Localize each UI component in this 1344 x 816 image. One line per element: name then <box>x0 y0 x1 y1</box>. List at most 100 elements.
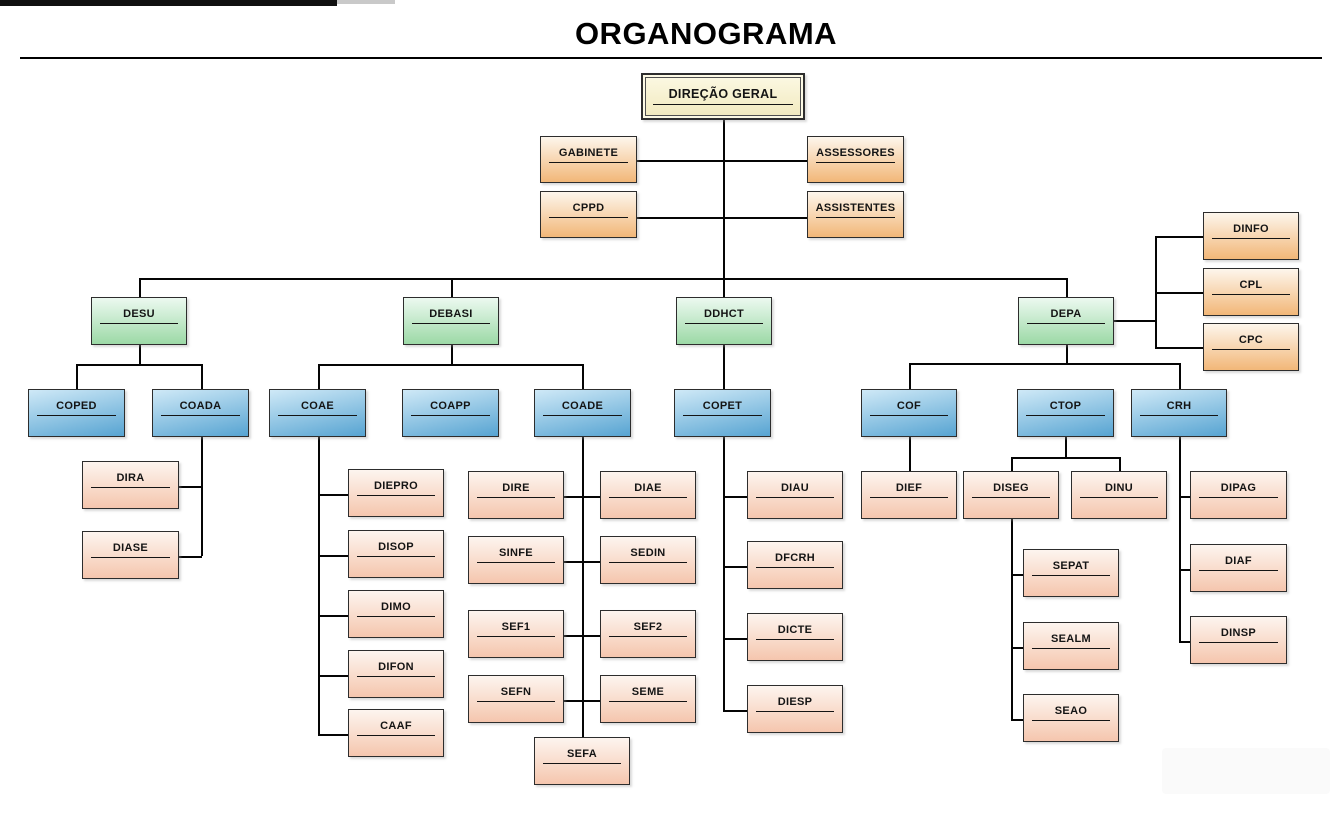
org-box-label: SEF1 <box>476 621 556 637</box>
org-box-sinfe: SINFE <box>468 536 564 584</box>
org-box-label: DINSP <box>1198 627 1279 643</box>
org-box-copet: COPET <box>674 389 771 437</box>
connector-line <box>1179 437 1181 641</box>
org-box-label: DIPAG <box>1198 482 1279 498</box>
org-box-seao: SEAO <box>1023 694 1119 742</box>
org-box-label: DIAF <box>1198 555 1279 571</box>
connector-line <box>1011 647 1023 649</box>
connector-line <box>723 496 747 498</box>
org-box-diesp: DIESP <box>747 685 843 733</box>
connector-line <box>318 494 348 496</box>
org-box-label: SEDIN <box>608 547 688 563</box>
org-box-difon: DIFON <box>348 650 444 698</box>
connector-line <box>723 345 725 389</box>
org-box-coada: COADA <box>152 389 249 437</box>
org-box-label: DIAE <box>608 482 688 498</box>
connector-line <box>139 278 1067 280</box>
org-box-label: DIRE <box>476 482 556 498</box>
org-box-cof: COF <box>861 389 957 437</box>
org-box-label: COPED <box>36 400 117 416</box>
connector-line <box>1011 574 1023 576</box>
connector-line <box>1155 236 1203 238</box>
connector-line <box>76 364 78 389</box>
connector-line <box>1179 496 1191 498</box>
org-box-sefa: SEFA <box>534 737 630 785</box>
org-box-dinfo: DINFO <box>1203 212 1299 260</box>
org-box-label: COF <box>869 400 949 416</box>
connector-line <box>139 345 141 364</box>
connector-line <box>1011 457 1120 459</box>
org-box-label: DICTE <box>755 624 835 640</box>
org-box-gabinete: GABINETE <box>540 136 637 183</box>
org-box-dinu: DINU <box>1071 471 1167 519</box>
org-box-label: CPPD <box>548 202 629 218</box>
org-box-assistentes: ASSISTENTES <box>807 191 904 238</box>
org-box-dire: DIRE <box>468 471 564 519</box>
org-box-label: DEBASI <box>411 308 491 324</box>
org-box-coae: COAE <box>269 389 366 437</box>
org-box-label: SEME <box>608 686 688 702</box>
org-box-diase: DIASE <box>82 531 179 579</box>
org-box-label: SEFN <box>476 686 556 702</box>
org-box-debasi: DEBASI <box>403 297 499 345</box>
connector-line <box>318 675 348 677</box>
org-box-caaf: CAAF <box>348 709 444 757</box>
org-box-label: CPL <box>1211 279 1291 295</box>
org-box-label: DFCRH <box>755 552 835 568</box>
connector-line <box>318 364 320 389</box>
connector-line <box>909 363 1180 365</box>
org-box-label: CTOP <box>1025 400 1106 416</box>
org-box-label: DIEF <box>869 482 949 498</box>
org-box-cppd: CPPD <box>540 191 637 238</box>
org-box-coade: COADE <box>534 389 631 437</box>
connector-line <box>76 364 201 366</box>
org-box-label: DDHCT <box>684 308 764 324</box>
connector-line <box>1155 347 1203 349</box>
org-box-label: DIAU <box>755 482 835 498</box>
connector-line <box>318 734 348 736</box>
connector-line <box>1179 569 1191 571</box>
connector-line <box>451 345 453 364</box>
connector-line <box>1155 292 1203 294</box>
connector-line <box>1066 278 1068 297</box>
org-box-crh: CRH <box>1131 389 1227 437</box>
org-box-dimo: DIMO <box>348 590 444 638</box>
org-box-ddhct: DDHCT <box>676 297 772 345</box>
org-box-label: SEAO <box>1031 705 1111 721</box>
org-box-diaf: DIAF <box>1190 544 1287 592</box>
org-box-sedin: SEDIN <box>600 536 696 584</box>
org-box-dira: DIRA <box>82 461 179 509</box>
window-edge-artifact <box>0 0 337 6</box>
window-edge-artifact-gray <box>337 0 395 4</box>
connector-line <box>723 437 725 710</box>
org-box-label: CAAF <box>356 720 436 736</box>
connector-line <box>1011 719 1023 721</box>
org-box-dief: DIEF <box>861 471 957 519</box>
connector-line <box>139 278 141 297</box>
org-box-label: DISEG <box>971 482 1051 498</box>
org-box-sef1: SEF1 <box>468 610 564 658</box>
connector-line <box>723 710 747 712</box>
org-box-label: DEPA <box>1026 308 1106 324</box>
org-box-desu: DESU <box>91 297 187 345</box>
org-box-assessores: ASSESSORES <box>807 136 904 183</box>
org-box-disop: DISOP <box>348 530 444 578</box>
connector-line <box>1179 641 1191 643</box>
connector-line <box>723 638 747 640</box>
org-box-label: DINU <box>1079 482 1159 498</box>
connector-line <box>1066 345 1068 363</box>
org-box-diepro: DIEPRO <box>348 469 444 517</box>
connector-line <box>723 566 747 568</box>
connector-line <box>637 160 807 162</box>
connector-line <box>1155 236 1157 347</box>
org-box-label: ASSESSORES <box>815 147 896 163</box>
connector-line <box>318 615 348 617</box>
connector-line <box>582 437 584 737</box>
page-title: ORGANOGRAMA <box>574 16 838 51</box>
org-box-label: DESU <box>99 308 179 324</box>
org-box-label: DIRA <box>90 472 171 488</box>
org-box-label: CPC <box>1211 334 1291 350</box>
connector-line <box>1119 457 1121 471</box>
connector-line <box>909 363 911 389</box>
